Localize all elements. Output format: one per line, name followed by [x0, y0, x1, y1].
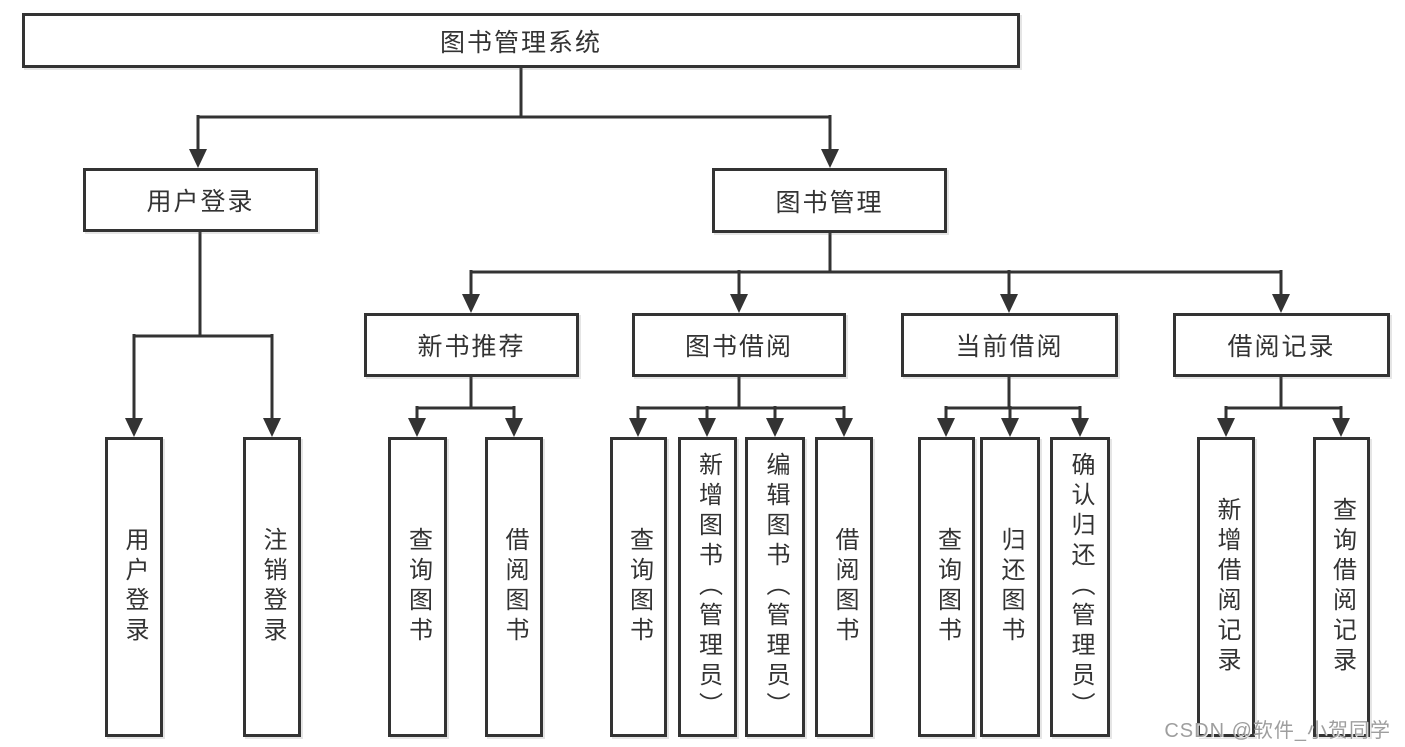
leaf-confirm-return-admin: 确认归还（管理员） [1050, 437, 1110, 737]
connector-lines [132, 68, 1343, 421]
leaf-borrow-books-1-label: 借阅图书 [501, 527, 528, 647]
leaf-query-books-3: 查询图书 [918, 437, 975, 737]
leaf-logout-label: 注销登录 [259, 527, 286, 647]
leaf-confirm-return-admin-label: 确认归还（管理员） [1067, 452, 1094, 722]
node-book-management-module-label: 图书管理 [775, 188, 884, 217]
leaf-query-books-2-label: 查询图书 [625, 527, 653, 647]
node-user-login-module: 用户登录 [83, 168, 318, 232]
node-book-management-module: 图书管理 [712, 168, 947, 233]
leaf-query-books-1: 查询图书 [388, 437, 447, 737]
leaf-edit-books-admin-label: 编辑图书（管理员） [762, 452, 789, 722]
node-book-borrowing-label: 图书借阅 [684, 333, 793, 361]
leaf-query-borrow-record-label: 查询借阅记录 [1328, 497, 1356, 677]
node-new-book-recommend: 新书推荐 [364, 313, 579, 377]
leaf-query-books-3-label: 查询图书 [933, 527, 961, 647]
leaf-add-books-admin: 新增图书（管理员） [678, 437, 737, 737]
leaf-edit-books-admin: 编辑图书（管理员） [745, 437, 805, 737]
node-borrowing-records-label: 借阅记录 [1227, 333, 1336, 361]
node-current-borrowing-label: 当前借阅 [955, 333, 1064, 361]
leaf-add-borrow-record: 新增借阅记录 [1197, 437, 1255, 737]
csdn-watermark: CSDN @软件_小贺同学 [1164, 720, 1391, 742]
leaf-user-login: 用户登录 [105, 437, 163, 737]
leaf-query-books-1-label: 查询图书 [404, 527, 432, 647]
leaf-borrow-books-2-label: 借阅图书 [831, 527, 858, 647]
leaf-add-borrow-record-label: 新增借阅记录 [1213, 497, 1240, 677]
leaf-return-books: 归还图书 [980, 437, 1040, 737]
leaf-query-borrow-record: 查询借阅记录 [1313, 437, 1370, 737]
node-borrowing-records: 借阅记录 [1173, 313, 1390, 377]
node-book-borrowing: 图书借阅 [632, 313, 846, 377]
leaf-borrow-books-2: 借阅图书 [815, 437, 873, 737]
leaf-borrow-books-1: 借阅图书 [485, 437, 543, 737]
node-root-system-label: 图书管理系统 [439, 28, 602, 57]
node-root-system: 图书管理系统 [22, 13, 1020, 68]
leaf-return-books-label: 归还图书 [997, 527, 1024, 647]
leaf-user-login-label: 用户登录 [121, 527, 148, 647]
node-current-borrowing: 当前借阅 [901, 313, 1118, 377]
node-user-login-module-label: 用户登录 [146, 188, 255, 216]
leaf-logout: 注销登录 [243, 437, 301, 737]
node-new-book-recommend-label: 新书推荐 [417, 333, 526, 361]
leaf-query-books-2: 查询图书 [610, 437, 667, 737]
leaf-add-books-admin-label: 新增图书（管理员） [694, 452, 722, 722]
